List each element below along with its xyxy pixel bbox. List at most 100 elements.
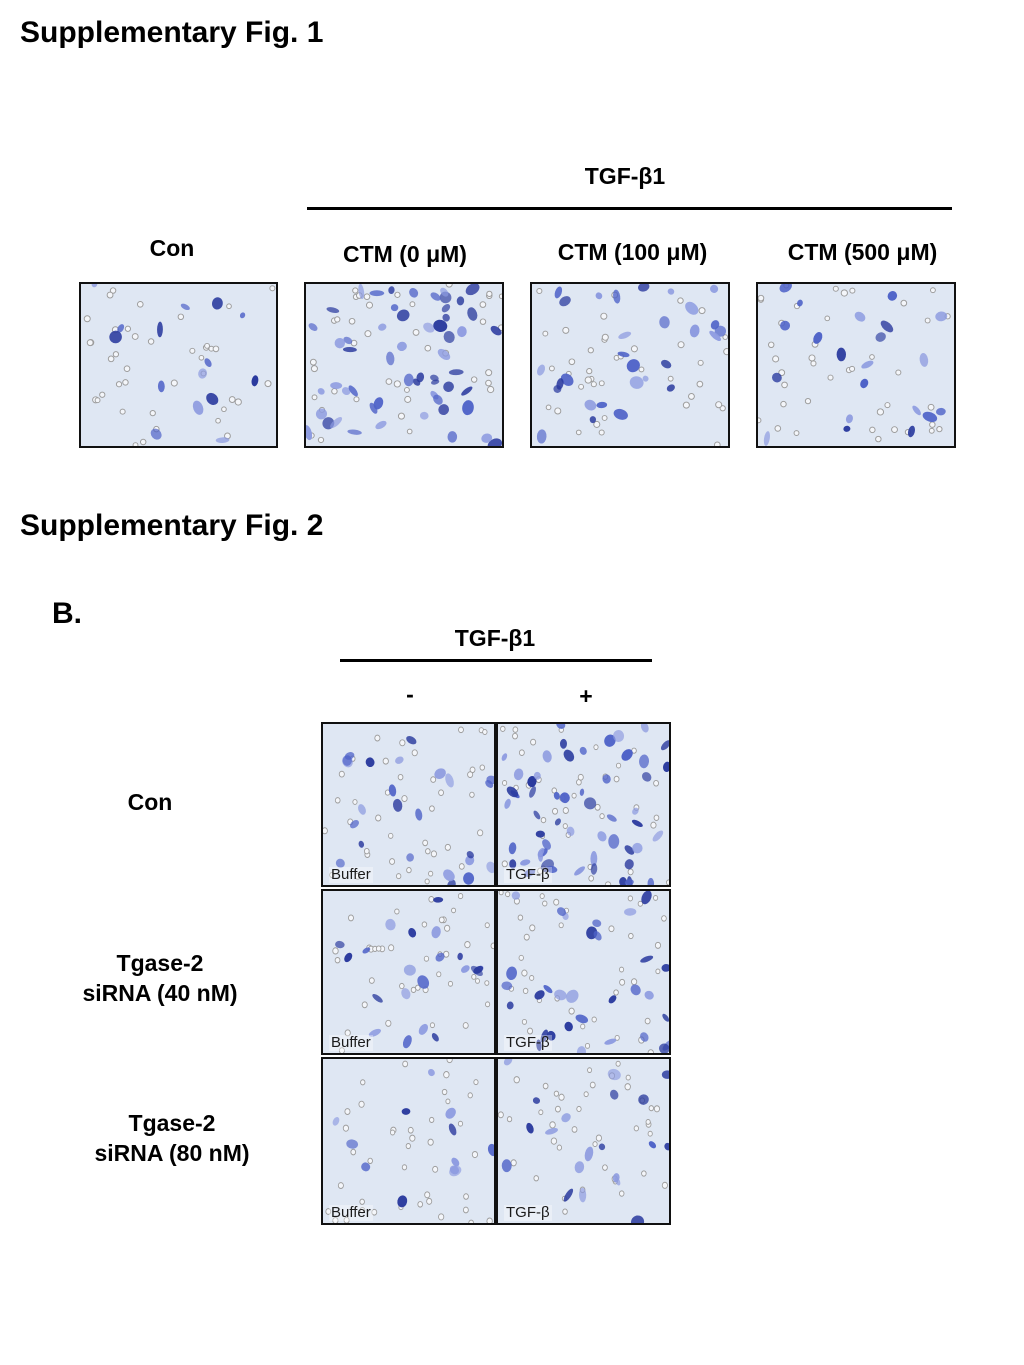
- stained-cell: [341, 387, 351, 396]
- micrograph-overlay-label: Buffer: [329, 1034, 373, 1051]
- membrane-pore: [446, 1059, 453, 1064]
- membrane-pore: [536, 288, 543, 295]
- stained-cell: [860, 378, 869, 389]
- membrane-pore: [482, 729, 488, 736]
- stained-cell: [535, 830, 545, 838]
- micrograph-overlay-label: Buffer: [329, 1204, 373, 1221]
- membrane-pore: [342, 1124, 349, 1132]
- membrane-pore: [409, 301, 416, 308]
- membrane-pore: [530, 738, 537, 746]
- stained-cell: [402, 1035, 412, 1049]
- membrane-pore: [661, 915, 667, 922]
- stained-cell: [662, 1013, 669, 1022]
- stained-cell: [449, 1165, 462, 1177]
- membrane-pore: [487, 385, 495, 394]
- membrane-pore: [810, 360, 817, 367]
- membrane-pore: [479, 764, 486, 771]
- membrane-pore: [628, 932, 634, 940]
- stained-cell: [204, 358, 212, 368]
- membrane-pore: [936, 425, 943, 433]
- stained-cell: [504, 798, 511, 809]
- membrane-pore: [630, 345, 638, 353]
- membrane-pore: [613, 989, 619, 996]
- micrograph-con-buffer: Buffer: [321, 722, 496, 887]
- membrane-pore: [385, 378, 393, 385]
- membrane-pore: [226, 303, 232, 310]
- stained-cell: [659, 1043, 669, 1053]
- membrane-pore: [444, 843, 451, 851]
- micrograph-overlay-label: TGF-β: [504, 1204, 552, 1221]
- stained-cell: [647, 877, 655, 885]
- membrane-pore: [648, 1105, 654, 1112]
- stained-cell: [559, 738, 567, 749]
- membrane-pore: [399, 739, 406, 747]
- stained-cell: [710, 284, 719, 293]
- stained-cell: [641, 891, 652, 905]
- stained-cell: [501, 981, 513, 991]
- membrane-pore: [334, 956, 341, 964]
- membrane-pore: [424, 878, 430, 885]
- stained-cell: [564, 1021, 573, 1032]
- stained-cell: [487, 1143, 494, 1157]
- membrane-pore: [411, 749, 418, 757]
- membrane-pore: [698, 307, 706, 315]
- membrane-pore: [445, 284, 453, 288]
- membrane-pore: [475, 978, 480, 984]
- micrograph-overlay-label: TGF-β: [504, 866, 552, 883]
- membrane-pore: [539, 893, 545, 900]
- row-label-con: Con: [70, 789, 230, 816]
- stained-cell: [150, 428, 162, 440]
- stained-cell: [626, 359, 640, 373]
- membrane-pore: [463, 1193, 469, 1200]
- stained-cell: [415, 808, 423, 821]
- column-sign-plus: +: [579, 683, 593, 709]
- stained-cell: [397, 1195, 408, 1208]
- membrane-pore: [401, 1164, 408, 1171]
- membrane-pore: [441, 1088, 448, 1096]
- membrane-pore: [627, 868, 634, 876]
- stained-cell: [560, 373, 574, 386]
- stained-cell: [648, 1141, 657, 1149]
- membrane-pore: [422, 839, 429, 847]
- stained-cell: [463, 872, 475, 885]
- stained-cell: [332, 1117, 340, 1126]
- stained-cell: [347, 429, 362, 435]
- membrane-pore: [593, 420, 601, 428]
- stained-cell: [490, 325, 502, 336]
- membrane-pore: [696, 380, 704, 388]
- membrane-pore: [471, 1150, 479, 1159]
- membrane-pore: [527, 1027, 534, 1035]
- membrane-pore: [458, 726, 464, 734]
- membrane-pore: [86, 339, 94, 347]
- membrane-pore: [344, 1108, 351, 1116]
- membrane-pore: [650, 821, 657, 829]
- stained-cell: [542, 750, 552, 763]
- stained-cell: [533, 810, 541, 820]
- micrograph-sirna80-buffer: Buffer: [321, 1057, 496, 1225]
- membrane-pore: [758, 417, 762, 424]
- stained-cell: [418, 1023, 428, 1035]
- membrane-pore: [421, 921, 428, 928]
- membrane-pore: [545, 404, 552, 411]
- membrane-pore: [189, 347, 196, 354]
- stained-cell: [836, 347, 847, 362]
- stained-cell: [607, 1068, 621, 1081]
- membrane-pore: [928, 427, 935, 434]
- membrane-pore: [405, 1142, 411, 1150]
- membrane-pore: [827, 374, 834, 381]
- stained-cell: [524, 868, 536, 877]
- membrane-pore: [221, 406, 227, 413]
- membrane-pore: [467, 771, 474, 779]
- stained-cell: [604, 734, 616, 747]
- membrane-pore: [352, 799, 358, 805]
- membrane-pore: [589, 1081, 596, 1089]
- stained-cell: [406, 853, 414, 862]
- membrane-pore: [558, 922, 564, 929]
- stained-cell: [597, 831, 607, 842]
- stained-cell: [579, 788, 585, 796]
- stained-cell: [372, 994, 383, 1003]
- membrane-pore: [432, 1165, 439, 1173]
- membrane-pore: [713, 441, 721, 446]
- membrane-pore: [353, 396, 360, 403]
- stained-cell: [441, 304, 451, 313]
